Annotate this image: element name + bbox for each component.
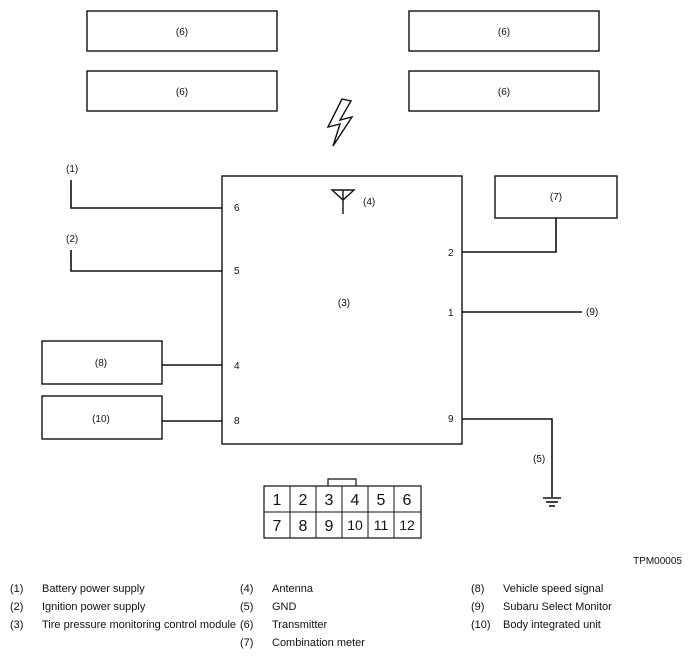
wireless-signal-icon — [326, 98, 354, 147]
body-unit-box — [41, 395, 163, 440]
legend-text: GND — [272, 601, 297, 613]
combination-meter-label: (7) — [550, 192, 562, 203]
connector-diagram: 1 2 3 4 5 6 7 8 9 10 11 12 — [263, 478, 422, 539]
body-unit-label: (10) — [92, 414, 110, 425]
legend-text: Antenna — [272, 583, 313, 595]
pin-9-label: 9 — [448, 414, 454, 425]
vehicle-speed-box — [41, 340, 163, 385]
connector-cell-2: 2 — [299, 492, 308, 509]
connector-cell-6: 6 — [403, 492, 412, 509]
transmitter-label-bottom-right: (6) — [498, 87, 510, 98]
transmitter-box-top-right — [408, 10, 600, 52]
antenna-label: (4) — [363, 197, 375, 208]
connector-cell-7: 7 — [273, 518, 282, 535]
pin-5-label: 5 — [234, 266, 240, 277]
gnd-label: (5) — [533, 454, 545, 465]
transmitter-label-top-left: (6) — [176, 27, 188, 38]
connector-cell-10: 10 — [347, 517, 363, 533]
figure-code: TPM00005 — [633, 556, 682, 567]
gnd-wire — [462, 418, 553, 497]
connector-cell-11: 11 — [374, 517, 389, 533]
legend: (1) Battery power supply (2) Ignition po… — [0, 580, 692, 650]
ignition-wire — [70, 250, 222, 272]
connector-latch — [327, 478, 357, 486]
transmitter-box-bottom-left — [86, 70, 278, 112]
battery-wire — [70, 180, 222, 209]
ignition-label: (2) — [66, 234, 78, 245]
legend-text: Tire pressure monitoring control module — [42, 619, 237, 631]
antenna-icon — [330, 189, 356, 214]
pin-6-label: 6 — [234, 203, 240, 214]
connector-cell-3: 3 — [325, 492, 334, 509]
legend-number: (1) — [10, 583, 24, 595]
legend-number: (8) — [471, 583, 485, 595]
control-module-label: (3) — [338, 298, 350, 309]
pin-2-label: 2 — [448, 248, 454, 259]
legend-number: (2) — [10, 601, 24, 613]
legend-text: Vehicle speed signal — [503, 583, 604, 595]
transmitter-label-top-right: (6) — [498, 27, 510, 38]
connector-cell-9: 9 — [325, 518, 334, 535]
legend-text: Subaru Select Monitor — [503, 601, 612, 613]
combination-meter-box — [494, 175, 618, 219]
legend-text: Body integrated unit — [503, 619, 601, 631]
legend-text: Ignition power supply — [42, 601, 146, 613]
battery-label: (1) — [66, 164, 78, 175]
select-monitor-label: (9) — [586, 307, 598, 318]
transmitter-box-top-left — [86, 10, 278, 52]
connector-cell-12: 12 — [399, 517, 415, 533]
transmitter-label-bottom-left: (6) — [176, 87, 188, 98]
legend-number: (3) — [10, 619, 24, 631]
ground-icon — [543, 497, 561, 507]
connector-cell-8: 8 — [299, 518, 308, 535]
vehicle-speed-label: (8) — [95, 358, 107, 369]
transmitter-box-bottom-right — [408, 70, 600, 112]
pin-8-label: 8 — [234, 416, 240, 427]
legend-number: (5) — [240, 601, 254, 613]
legend-text: Transmitter — [272, 619, 328, 631]
legend-text: Combination meter — [272, 637, 365, 649]
pin-4-label: 4 — [234, 361, 240, 372]
legend-item-3: (3) Tire pressure monitoring control mod… — [10, 619, 236, 649]
legend-number: (4) — [240, 583, 254, 595]
legend-text: Battery power supply — [42, 583, 145, 595]
legend-number: (6) — [240, 619, 254, 631]
legend-number: (10) — [471, 619, 491, 631]
connector-cell-1: 1 — [273, 492, 282, 509]
control-module-box — [221, 175, 463, 445]
pin-1-label: 1 — [448, 308, 454, 319]
connector-cell-5: 5 — [377, 492, 386, 509]
legend-number: (9) — [471, 601, 485, 613]
legend-number: (7) — [240, 637, 254, 649]
wiring-diagram: (6) (6) (6) (6) (3) (4) 6 5 4 8 2 1 9 (1… — [41, 10, 682, 567]
combination-meter-wire — [462, 218, 557, 253]
connector-cell-4: 4 — [351, 492, 360, 509]
